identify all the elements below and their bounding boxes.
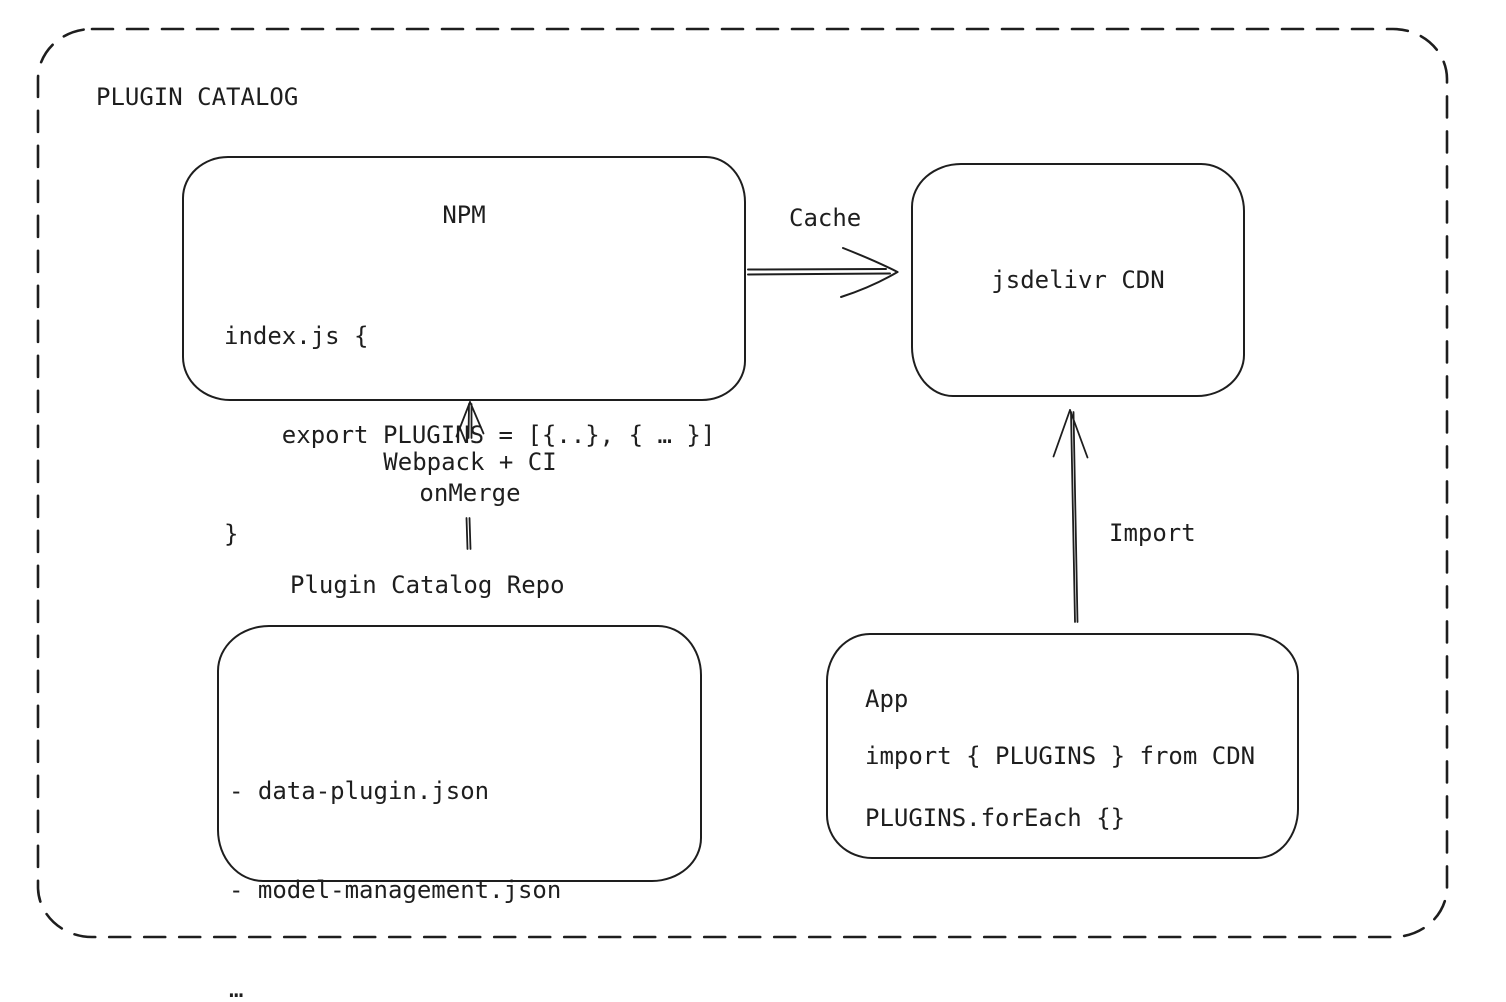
repo-file-item: - model-management.json [229,876,562,904]
cdn-title: jsdelivr CDN [991,266,1165,294]
import-arrow[interactable] [1052,409,1089,623]
npm-code-block: index.js { export PLUGINS = [{..}, { … }… [224,254,715,617]
node-plugin-catalog-repo[interactable]: - data-plugin.json - model-management.js… [217,625,702,1002]
npm-code-line: } [224,520,239,548]
diagram-title: PLUGIN CATALOG [96,83,299,111]
node-app[interactable]: App import { PLUGINS } from CDN PLUGINS.… [826,633,1299,859]
node-jsdelivr-cdn[interactable]: jsdelivr CDN [911,163,1245,397]
npm-title: NPM [442,201,486,229]
npm-code-line: export PLUGINS = [{..}, { … }] [224,421,716,449]
repo-file-item: - data-plugin.json [229,777,490,805]
import-edge-label: Import [1109,519,1196,547]
cache-arrow[interactable] [747,247,899,298]
build-edge-label: Webpack + CI onMerge [383,448,557,507]
cache-edge-label: Cache [789,204,862,232]
app-code-line: PLUGINS.forEach {} [865,804,1126,832]
app-title: App [865,685,909,713]
node-npm[interactable]: NPM index.js { export PLUGINS = [{..}, {… [182,156,746,548]
npm-code-line: index.js { [224,322,369,350]
app-code-line: import { PLUGINS } from CDN [865,742,1256,770]
repo-file-item: … [229,975,244,1002]
repo-title: Plugin Catalog Repo [290,571,565,599]
repo-file-list: - data-plugin.json - model-management.js… [229,709,561,1002]
